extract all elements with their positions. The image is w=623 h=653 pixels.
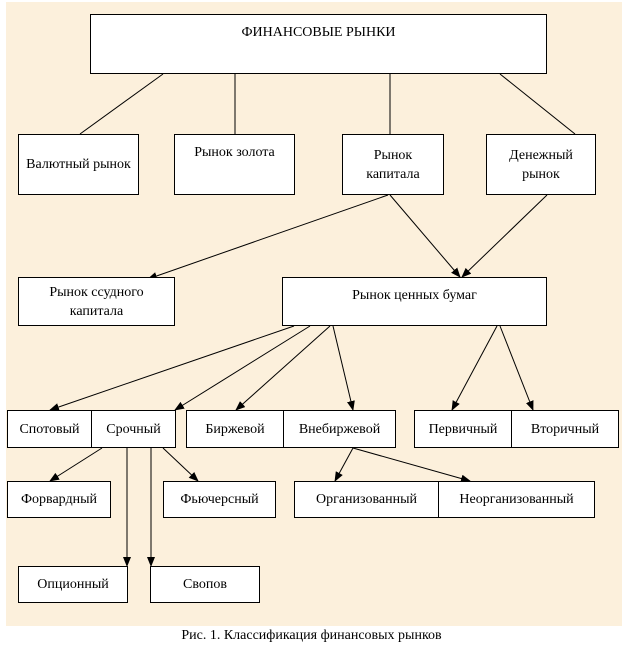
- edge-title-money: [499, 73, 576, 135]
- node-futures: Фьючерсный: [163, 481, 276, 518]
- edge-securities-term: [174, 325, 311, 411]
- edge-term-forward: [49, 447, 103, 482]
- edge-capital-securities: [389, 194, 461, 278]
- node-financial-markets: ФИНАНСОВЫЕ РЫНКИ: [90, 14, 547, 74]
- edge-securities-secondary: [499, 325, 534, 411]
- edge-securities-exchange: [235, 325, 331, 411]
- node-capital-market: Рынок капитала: [342, 134, 444, 195]
- node-swap: Свопов: [150, 566, 260, 603]
- edge-otc-unorganized: [352, 447, 471, 483]
- edge-securities-otc: [332, 325, 355, 411]
- edge-securities-primary: [451, 325, 498, 411]
- node-loan-capital-market: Рынок ссудного капитала: [18, 277, 175, 326]
- node-money-market: Денежный рынок: [486, 134, 596, 195]
- node-option: Опционный: [18, 566, 128, 603]
- node-primary: Первичный: [428, 421, 498, 437]
- node-securities-market: Рынок ценных бумаг: [282, 277, 547, 326]
- edge-term-futures: [162, 447, 199, 482]
- edge-money-securities: [461, 194, 548, 278]
- node-gold-market: Рынок золота: [174, 134, 295, 195]
- node-spot: Спотовый: [19, 421, 80, 437]
- group-spot-term: Спотовый Срочный: [7, 410, 176, 448]
- node-unorganized: Неорганизованный: [438, 482, 594, 517]
- group-exchange-otc: Биржевой Внебиржевой: [186, 410, 396, 448]
- edge-securities-spot: [49, 325, 295, 411]
- node-organized: Организованный: [315, 492, 418, 507]
- group-primary-secondary: Первичный Вторичный: [414, 410, 619, 448]
- edge-title-currency: [79, 73, 164, 135]
- node-term: Срочный: [91, 411, 175, 447]
- edge-otc-organized: [334, 447, 354, 482]
- group-organized-unorganized: Организованный Неорганизованный: [294, 481, 595, 518]
- figure-caption: Рис. 1. Классификация финансовых рынков: [181, 628, 442, 643]
- node-forward: Форвардный: [7, 481, 111, 518]
- edge-capital-loan: [147, 194, 389, 280]
- node-otc: Внебиржевой: [283, 411, 395, 447]
- node-secondary: Вторичный: [511, 411, 618, 447]
- node-exchange: Биржевой: [205, 421, 265, 437]
- node-currency-market: Валютный рынок: [18, 134, 139, 195]
